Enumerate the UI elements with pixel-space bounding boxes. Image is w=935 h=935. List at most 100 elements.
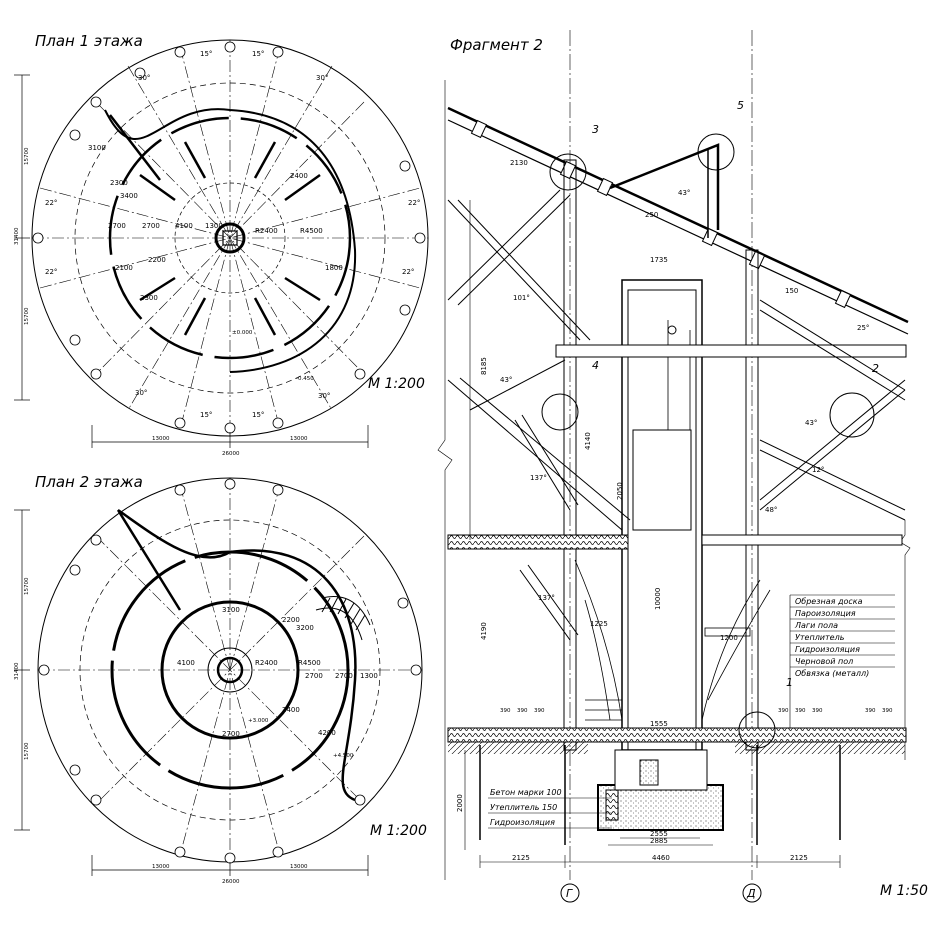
skylight-frame (609, 143, 720, 230)
angle-label: 43° (500, 376, 512, 384)
dim: 2130 (510, 159, 528, 167)
plan1-dim: 1800 (325, 264, 343, 272)
angle-label: 43° (678, 189, 690, 197)
plan2-dimensions: 4100 R2400 R4500 2700 2700 1300 3100 220… (177, 606, 378, 759)
plan1-dim: 2300 (140, 294, 158, 302)
dim: 10000 (654, 588, 662, 610)
piles (479, 745, 841, 845)
axis-label-g: Г (566, 887, 573, 900)
plan1-overall-width: 26000 (222, 451, 240, 457)
plan1-angle: 30° (135, 389, 147, 397)
plan1-dim: 2700 (108, 222, 126, 230)
plan2-radial-axes (38, 478, 422, 862)
dim: 390 (795, 708, 806, 714)
dim: 1225 (590, 620, 608, 628)
spiral-stair (574, 559, 771, 721)
dim: 150 (785, 287, 798, 295)
plan2-level: +3.000 (248, 718, 269, 724)
angle-label: 101° (513, 294, 530, 302)
plan1-angles: 30° 15° 15° 30° 22° 22° 22° 22° 30° 15° … (45, 50, 420, 419)
angle-label: 25° (857, 324, 869, 332)
material-label: Лаги пола (794, 621, 838, 630)
plan2-level: +4.500 (333, 753, 354, 759)
dim: 2000 (456, 794, 464, 812)
material-label: Обвязка (металл) (795, 669, 869, 678)
dim: 390 (500, 708, 511, 714)
dim: 4460 (652, 854, 670, 862)
material-label: Утеплитель (795, 633, 845, 642)
axis-label-d: Д (746, 887, 756, 900)
dim: 1555 (650, 720, 668, 728)
dim: 4140 (584, 432, 592, 450)
callout-5: 5 (737, 99, 744, 112)
plan1-angle: 22° (45, 199, 57, 207)
foundation (448, 742, 905, 831)
plan1-spiral-wall (104, 108, 357, 373)
plan1-scale: М 1:200 (368, 376, 425, 392)
dim: 2885 (650, 837, 668, 845)
dim: 390 (865, 708, 876, 714)
roof-slab (447, 106, 909, 335)
materials-legend: Обрезная доска Пароизоляция Лаги пола Ут… (789, 594, 895, 728)
plan1-overall-height: 31400 (14, 227, 20, 245)
dim: 2125 (790, 854, 808, 862)
plan2-dim: 2700 (222, 730, 240, 738)
plan2-scale: М 1:200 (370, 823, 427, 839)
beams (447, 344, 907, 743)
break-line-left (437, 80, 453, 880)
dim: 2050 (616, 482, 624, 500)
plan1-angle: 15° (252, 50, 264, 58)
angle-label: 12° (812, 466, 824, 474)
axis-marker-g (560, 883, 580, 903)
plan2-dim: R2400 (255, 659, 278, 667)
plan2-exterior-stair (315, 596, 371, 641)
dim: 390 (812, 708, 823, 714)
material-label: Гидроизоляция (795, 645, 860, 654)
plan1-dim: 1300 (205, 222, 223, 230)
plan2-height-bottom: 15700 (24, 742, 30, 760)
angle-label: 48° (765, 506, 777, 514)
plan1-overall-dims (14, 74, 369, 448)
fragment-section: Фрагмент 2 М 1:50 Г Д (437, 30, 928, 903)
plan1-dim: 2100 (115, 264, 133, 272)
dim: 2125 (512, 854, 530, 862)
plan1-dim: 4100 (175, 222, 193, 230)
plan1-wall-ring (108, 116, 352, 360)
foundation-label: Бетон марки 100 (490, 788, 562, 797)
fragment-scale: М 1:50 (880, 883, 928, 899)
plan2-dim: 1300 (360, 672, 378, 680)
plan2-title: План 2 этажа (35, 473, 143, 491)
dim: 390 (778, 708, 789, 714)
plan2-dim: 4100 (177, 659, 195, 667)
material-label: Пароизоляция (795, 609, 856, 618)
material-label: Обрезная доска (795, 597, 863, 606)
plan2-spiral-wing (116, 508, 357, 802)
plan2-half-right: 13000 (290, 864, 308, 870)
plan1-dim: R4500 (300, 227, 323, 235)
plan1-dim: 2700 (142, 222, 160, 230)
plan-2nd-floor: План 2 этажа М 1:200 (14, 473, 427, 885)
plan2-dim: 2700 (335, 672, 353, 680)
plan2-overall-dims (14, 509, 369, 876)
fragment-dim-lines (464, 200, 841, 868)
axis-marker-d (742, 883, 762, 903)
plan1-height-top: 15700 (24, 147, 30, 165)
plan1-angle: 30° (138, 74, 150, 82)
callout-4: 4 (592, 359, 599, 372)
plan2-dim: 2400 (282, 706, 300, 714)
dim: 390 (534, 708, 545, 714)
angle-label: 43° (805, 419, 817, 427)
angle-label: 137° (538, 594, 555, 602)
material-label: Черновой пол (795, 657, 853, 666)
plan2-axis-markers (38, 478, 422, 864)
plan2-dim: 2200 (282, 616, 300, 624)
plan2-dim: 2700 (305, 672, 323, 680)
plan1-partitions (109, 114, 321, 336)
plan1-angle: 15° (200, 50, 212, 58)
fragment-angles: 43° 101° 43° 137° 137° 43° 48° 25° 12° (500, 189, 869, 602)
break-line-right (899, 520, 911, 760)
plan1-half-right: 13000 (290, 436, 308, 442)
dim: 250 (645, 211, 658, 219)
callout-circles (541, 133, 875, 749)
plan1-dim: 3100 (88, 144, 106, 152)
